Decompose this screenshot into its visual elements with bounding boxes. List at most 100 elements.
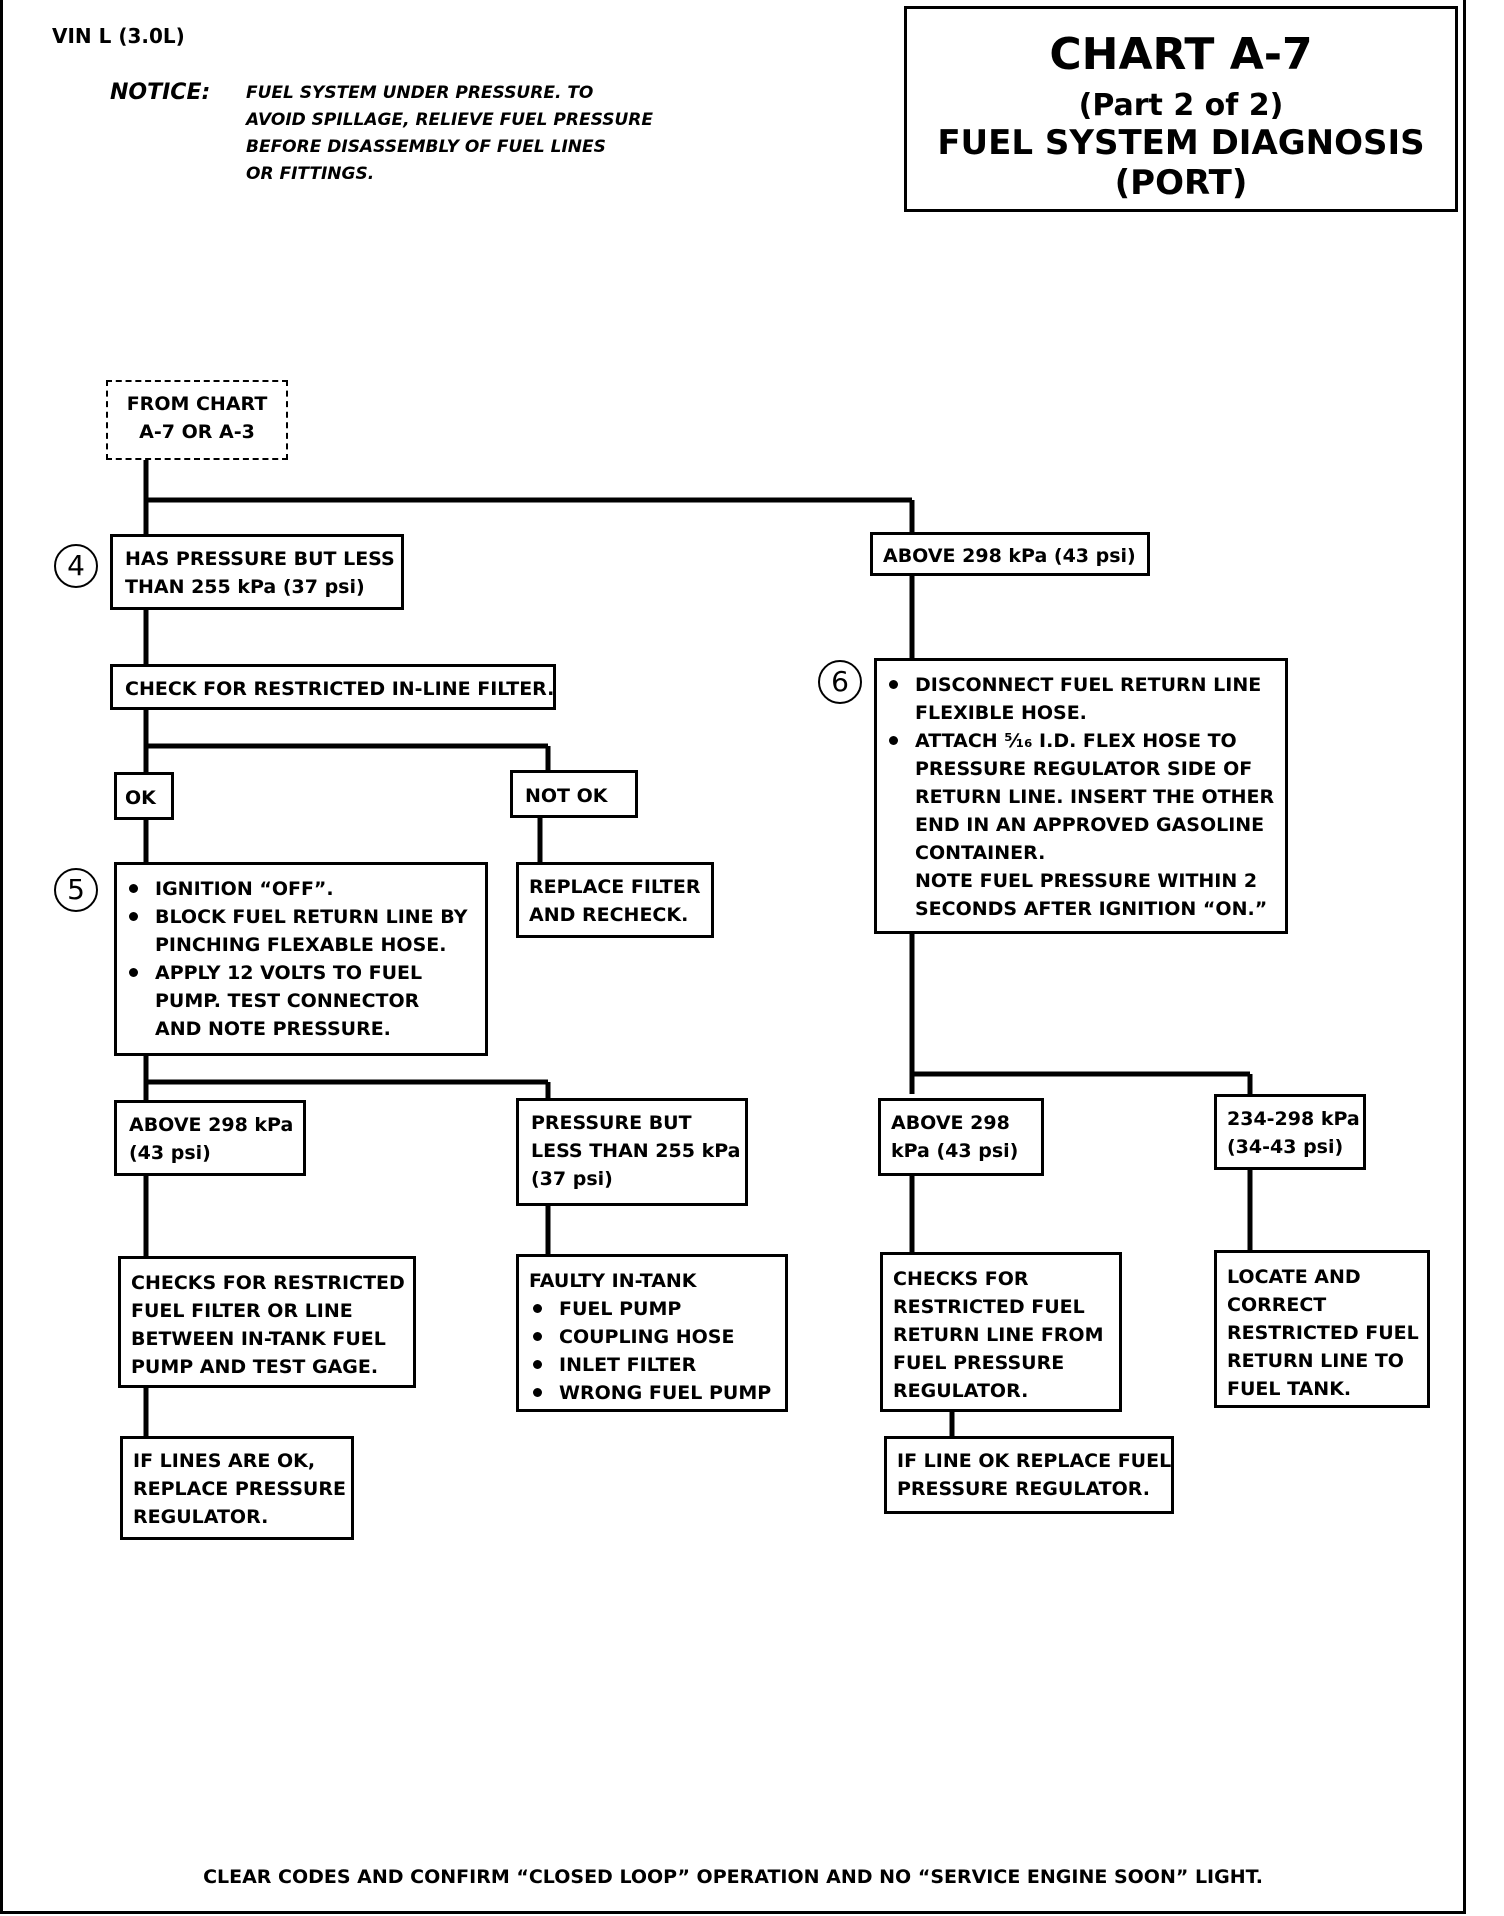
box-line: RESTRICTED FUEL (1227, 1322, 1419, 1344)
checks-filter-line-box: CHECKS FOR RESTRICTED FUEL FILTER OR LIN… (118, 1256, 416, 1388)
chart-subtitle-line1: FUEL SYSTEM DIAGNOSIS (937, 123, 1425, 163)
replace-filter-box: REPLACE FILTER AND RECHECK. (516, 862, 714, 938)
box-line: (37 psi) (531, 1168, 613, 1190)
box-line: ABOVE 298 kPa (43 psi) (883, 545, 1136, 567)
box-line: CHECKS FOR (893, 1268, 1029, 1290)
list-item: IGNITION “OFF”. (125, 875, 477, 903)
if-line-ok-box: IF LINE OK REPLACE FUEL PRESSURE REGULAT… (884, 1436, 1174, 1514)
notice-label: NOTICE: (110, 80, 211, 105)
above-298-left-box: ABOVE 298 kPa (43 psi) (114, 1100, 306, 1176)
box-line: LESS THAN 255 kPa (531, 1140, 741, 1162)
step-5-list: IGNITION “OFF”. BLOCK FUEL RETURN LINE B… (125, 875, 477, 1043)
chart-title: CHART A-7 (1049, 29, 1313, 80)
list-item-text: SECONDS AFTER IGNITION “ON.” (915, 898, 1268, 920)
box-line: REPLACE PRESSURE (133, 1478, 346, 1500)
list-item-text: COUPLING HOSE (559, 1326, 735, 1348)
range-234-298-box: 234-298 kPa (34-43 psi) (1214, 1094, 1366, 1170)
bullet-icon (533, 1332, 542, 1341)
notice-line: BEFORE DISASSEMBLY OF FUEL LINES (246, 137, 606, 157)
bullet-icon (129, 912, 138, 921)
box-line: BETWEEN IN-TANK FUEL (131, 1328, 386, 1350)
list-item-text: WRONG FUEL PUMP (559, 1382, 772, 1404)
list-item: BLOCK FUEL RETURN LINE BY PINCHING FLEXAB… (125, 903, 477, 959)
checks-return-line-box: CHECKS FOR RESTRICTED FUEL RETURN LINE F… (880, 1252, 1122, 1412)
box-line: ABOVE 298 kPa (129, 1114, 294, 1136)
ok-box: OK (114, 772, 174, 820)
box-line: FUEL PRESSURE (893, 1352, 1065, 1374)
page-frame (0, 0, 1466, 1914)
box-line: AND RECHECK. (529, 904, 689, 926)
list-item-text: PINCHING FLEXABLE HOSE. (155, 934, 447, 956)
list-item-text: AND NOTE PRESSURE. (155, 1018, 391, 1040)
bullet-icon (533, 1304, 542, 1313)
locate-correct-box: LOCATE AND CORRECT RESTRICTED FUEL RETUR… (1214, 1250, 1430, 1408)
box-line: kPa (43 psi) (891, 1140, 1019, 1162)
chart-subtitle-line2: (PORT) (1114, 163, 1248, 203)
has-pressure-box: HAS PRESSURE BUT LESS THAN 255 kPa (37 p… (110, 534, 404, 610)
list-item-text: PUMP. TEST CONNECTOR (155, 990, 420, 1012)
not-ok-box: NOT OK (510, 770, 638, 818)
box-line: RESTRICTED FUEL (893, 1296, 1085, 1318)
list-item: ATTACH ⁵⁄₁₆ I.D. FLEX HOSE TO PRESSURE R… (885, 727, 1277, 923)
box-line: ABOVE 298 (891, 1112, 1010, 1134)
bullet-icon (129, 968, 138, 977)
list-item-text: CONTAINER. (915, 842, 1046, 864)
box-line: 234-298 kPa (1227, 1108, 1360, 1130)
box-line: THAN 255 kPa (37 psi) (125, 576, 365, 598)
vin-label: VIN L (3.0L) (52, 24, 185, 48)
notice-line: AVOID SPILLAGE, RELIEVE FUEL PRESSURE (246, 110, 653, 130)
bullet-icon (889, 736, 898, 745)
step-4-marker: 4 (54, 544, 98, 588)
chart-title-box: CHART A-7 (Part 2 of 2) FUEL SYSTEM DIAG… (904, 6, 1458, 212)
box-line: FUEL FILTER OR LINE (131, 1300, 353, 1322)
pressure-less-box: PRESSURE BUT LESS THAN 255 kPa (37 psi) (516, 1098, 748, 1206)
box-line: (34-43 psi) (1227, 1136, 1344, 1158)
box-line: PUMP AND TEST GAGE. (131, 1356, 379, 1378)
list-item-text: DISCONNECT FUEL RETURN LINE (915, 674, 1262, 696)
step-6-marker: 6 (818, 660, 862, 704)
box-line: PRESSURE BUT (531, 1112, 692, 1134)
step-6-list: DISCONNECT FUEL RETURN LINE FLEXIBLE HOSE… (885, 671, 1277, 923)
faulty-in-tank-box: FAULTY IN-TANK FUEL PUMP COUPLING HOSE I… (516, 1254, 788, 1412)
box-line: FUEL TANK. (1227, 1378, 1352, 1400)
footer-instruction: CLEAR CODES AND CONFIRM “CLOSED LOOP” OP… (203, 1866, 1263, 1888)
box-line: FAULTY IN-TANK (529, 1270, 697, 1292)
bullet-icon (129, 884, 138, 893)
above-298-right-box: ABOVE 298 kPa (43 psi) (878, 1098, 1044, 1176)
list-item-text: BLOCK FUEL RETURN LINE BY (155, 906, 468, 928)
list-item-text: IGNITION “OFF”. (155, 878, 334, 900)
box-line: IF LINES ARE OK, (133, 1450, 316, 1472)
box-line: HAS PRESSURE BUT LESS (125, 548, 395, 570)
box-line: CORRECT (1227, 1294, 1327, 1316)
list-item-text: APPLY 12 VOLTS TO FUEL (155, 962, 423, 984)
list-item-text: ATTACH ⁵⁄₁₆ I.D. FLEX HOSE TO (915, 730, 1237, 752)
list-item: APPLY 12 VOLTS TO FUEL PUMP. TEST CONNECT… (125, 959, 477, 1043)
box-line: REPLACE FILTER (529, 876, 701, 898)
box-line: (43 psi) (129, 1142, 211, 1164)
box-line: CHECK FOR RESTRICTED IN-LINE FILTER. (125, 678, 555, 700)
check-filter-box: CHECK FOR RESTRICTED IN-LINE FILTER. (110, 664, 556, 710)
box-line: IF LINE OK REPLACE FUEL (897, 1450, 1172, 1472)
box-line: A-7 OR A-3 (139, 421, 255, 443)
list-item-text: NOTE FUEL PRESSURE WITHIN 2 (915, 870, 1258, 892)
box-line: REGULATOR. (893, 1380, 1029, 1402)
list-item: FUEL PUMP (529, 1295, 775, 1323)
notice-text: FUEL SYSTEM UNDER PRESSURE. TO AVOID SPI… (246, 80, 686, 188)
step-5-marker: 5 (54, 868, 98, 912)
list-item: DISCONNECT FUEL RETURN LINE FLEXIBLE HOSE… (885, 671, 1277, 727)
box-line: CHECKS FOR RESTRICTED (131, 1272, 405, 1294)
list-item-text: FLEXIBLE HOSE. (915, 702, 1087, 724)
faulty-list: FUEL PUMP COUPLING HOSE INLET FILTER WRO… (529, 1295, 775, 1407)
box-line: FROM CHART (126, 393, 268, 415)
list-item: WRONG FUEL PUMP (529, 1379, 775, 1407)
notice-line: OR FITTINGS. (246, 164, 375, 184)
box-line: LOCATE AND (1227, 1266, 1361, 1288)
list-item-text: END IN AN APPROVED GASOLINE (915, 814, 1265, 836)
list-item: INLET FILTER (529, 1351, 775, 1379)
list-item: COUPLING HOSE (529, 1323, 775, 1351)
list-item-text: RETURN LINE. INSERT THE OTHER (915, 786, 1275, 808)
step-6-box: DISCONNECT FUEL RETURN LINE FLEXIBLE HOSE… (874, 658, 1288, 934)
bullet-icon (533, 1388, 542, 1397)
above-298-top-box: ABOVE 298 kPa (43 psi) (870, 532, 1150, 576)
